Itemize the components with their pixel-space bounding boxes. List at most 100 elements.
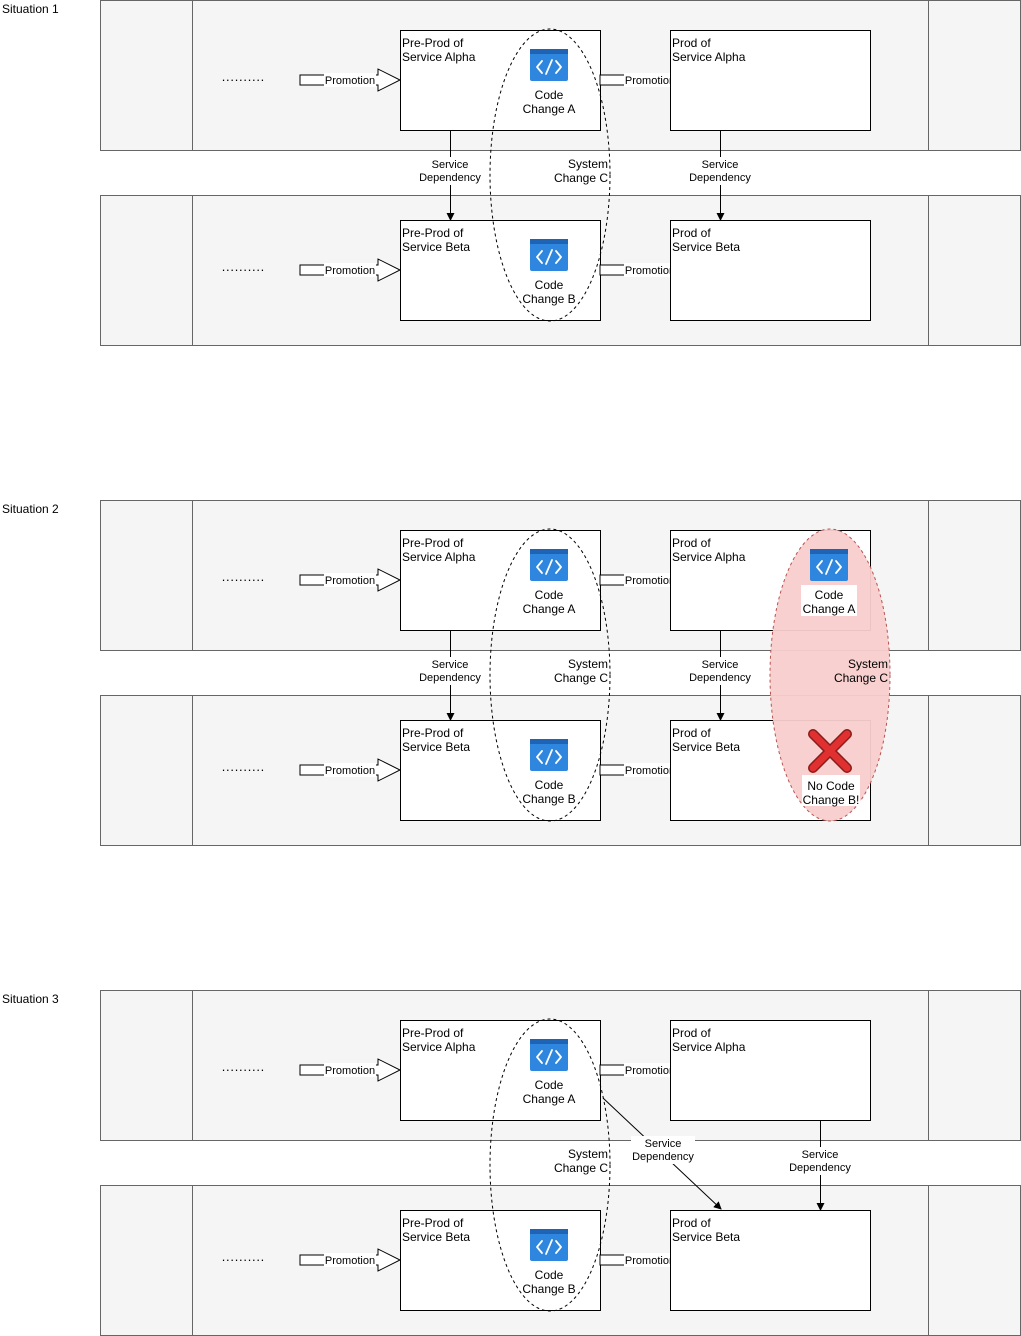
ellipsis-dots: ·········· xyxy=(221,262,264,277)
promotion-arrow: Promotion xyxy=(299,1058,402,1082)
promotion-label: Promotion xyxy=(625,265,675,277)
service-dependency-label-bg xyxy=(418,657,482,685)
ellipsis-dots: ·········· xyxy=(221,572,264,587)
promotion-label: Promotion xyxy=(625,765,675,777)
promotion-arrow: Promotion xyxy=(299,258,402,282)
no-code-change-label-bg xyxy=(802,775,860,806)
code-icon-glyph xyxy=(536,749,562,765)
promotion-label-bg xyxy=(324,73,376,87)
situation-title: Situation 2 xyxy=(2,502,59,516)
promotion-label-bg xyxy=(624,763,676,777)
code-icon-glyph xyxy=(536,1239,562,1255)
code-icon-glyph xyxy=(536,559,562,575)
promotion-arrow: Promotion xyxy=(299,1248,402,1272)
service-dependency-label-bg xyxy=(418,157,482,185)
promotion-label: Promotion xyxy=(325,765,375,777)
code-icon-titlebar xyxy=(530,49,568,54)
system-change-c xyxy=(489,28,611,322)
code-icon xyxy=(530,739,568,771)
environment-box xyxy=(670,1210,871,1311)
ellipsis-dots: ·········· xyxy=(221,762,264,777)
promotion-label-bg xyxy=(624,73,676,87)
code-icon-glyph xyxy=(816,559,842,575)
promotion-label: Promotion xyxy=(625,575,675,587)
promotion-label-bg xyxy=(324,1253,376,1267)
promotion-label-bg xyxy=(324,1063,376,1077)
cross-stroke xyxy=(809,730,851,772)
code-icon-titlebar xyxy=(810,549,848,554)
environment-box xyxy=(670,1020,871,1121)
ellipsis-dots: ·········· xyxy=(221,72,264,87)
promotion-label: Promotion xyxy=(325,1255,375,1267)
code-icon xyxy=(530,1039,568,1071)
promotion-label-bg xyxy=(624,1063,676,1077)
situation-title: Situation 3 xyxy=(2,992,59,1006)
promotion-label: Promotion xyxy=(625,1255,675,1267)
promotion-label: Promotion xyxy=(625,1065,675,1077)
promotion-label-bg xyxy=(624,263,676,277)
code-icon xyxy=(530,239,568,271)
code-icon-glyph xyxy=(536,59,562,75)
environment-box xyxy=(670,220,871,321)
promotion-arrow: Promotion xyxy=(599,68,702,92)
promotion-arrow: Promotion xyxy=(299,758,402,782)
service-dependency-label-bg xyxy=(631,1136,695,1164)
service-dependency-label-bg xyxy=(688,657,752,685)
code-icon-titlebar xyxy=(530,1229,568,1234)
ellipsis-dots: ·········· xyxy=(221,1062,264,1077)
promotion-arrow: Promotion xyxy=(299,68,402,92)
system-change-ellipse xyxy=(489,28,611,322)
failure-cross-icon xyxy=(808,729,852,773)
service-dependency-label-bg xyxy=(688,157,752,185)
promotion-arrow: Promotion xyxy=(599,1248,702,1272)
system-change-c xyxy=(489,528,611,822)
promotion-arrow: Promotion xyxy=(299,568,402,592)
code-icon-glyph xyxy=(536,1049,562,1065)
situation-title: Situation 1 xyxy=(2,2,59,16)
promotion-arrow: Promotion xyxy=(599,758,702,782)
promotion-label-bg xyxy=(624,1253,676,1267)
promotion-arrow: Promotion xyxy=(599,1058,702,1082)
code-icon-glyph xyxy=(536,249,562,265)
code-icon xyxy=(810,549,848,581)
service-dependency-label-bg xyxy=(788,1147,852,1175)
promotion-label: Promotion xyxy=(325,1065,375,1077)
promotion-label-bg xyxy=(624,573,676,587)
system-change-ellipse xyxy=(489,528,611,822)
